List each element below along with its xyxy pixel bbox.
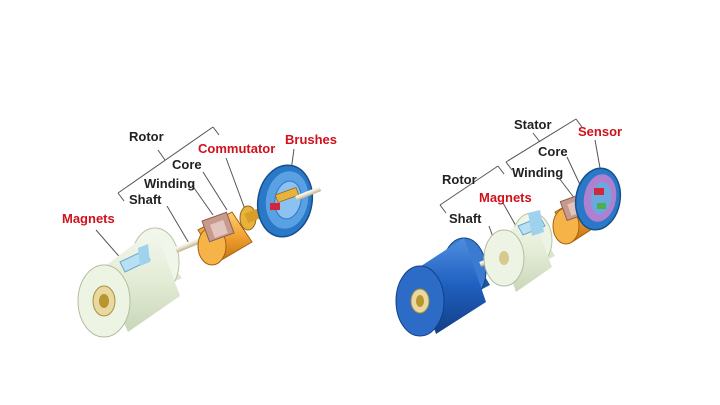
housing-blue [395,237,490,337]
shaft-leader [166,205,191,246]
label-core: Core [172,157,202,172]
core-leader [202,171,228,211]
stator-bracket [505,118,583,171]
label-core-right: Core [538,144,568,159]
sensor-leader [594,139,601,169]
housing-white [77,227,182,338]
label-magnets-right: Magnets [479,190,532,205]
label-brushes: Brushes [285,132,338,147]
label-stator: Stator [514,117,552,132]
rotor-core-left [197,211,253,266]
rotor-bracket [117,126,220,202]
magnets-leader-right [502,202,517,227]
winding-leader-right [558,177,576,200]
label-winding: Winding [144,176,196,191]
commutator-leader [225,157,247,213]
label-magnets: Magnets [62,211,115,226]
label-sensor: Sensor [578,124,623,139]
magnets-left [119,244,151,273]
rotor-bracket-right [439,165,505,214]
label-rotor: Rotor [129,129,164,144]
label-rotor-right: Rotor [442,172,477,187]
sensor-endcap [574,167,622,231]
label-shaft: Shaft [129,192,162,207]
brushes-endcap [256,164,322,238]
rotor-white-right [483,210,555,292]
winding-leader [191,184,214,216]
label-commutator: Commutator [198,141,276,156]
label-winding-right: Winding [512,165,564,180]
label-shaft-right: Shaft [449,211,482,226]
